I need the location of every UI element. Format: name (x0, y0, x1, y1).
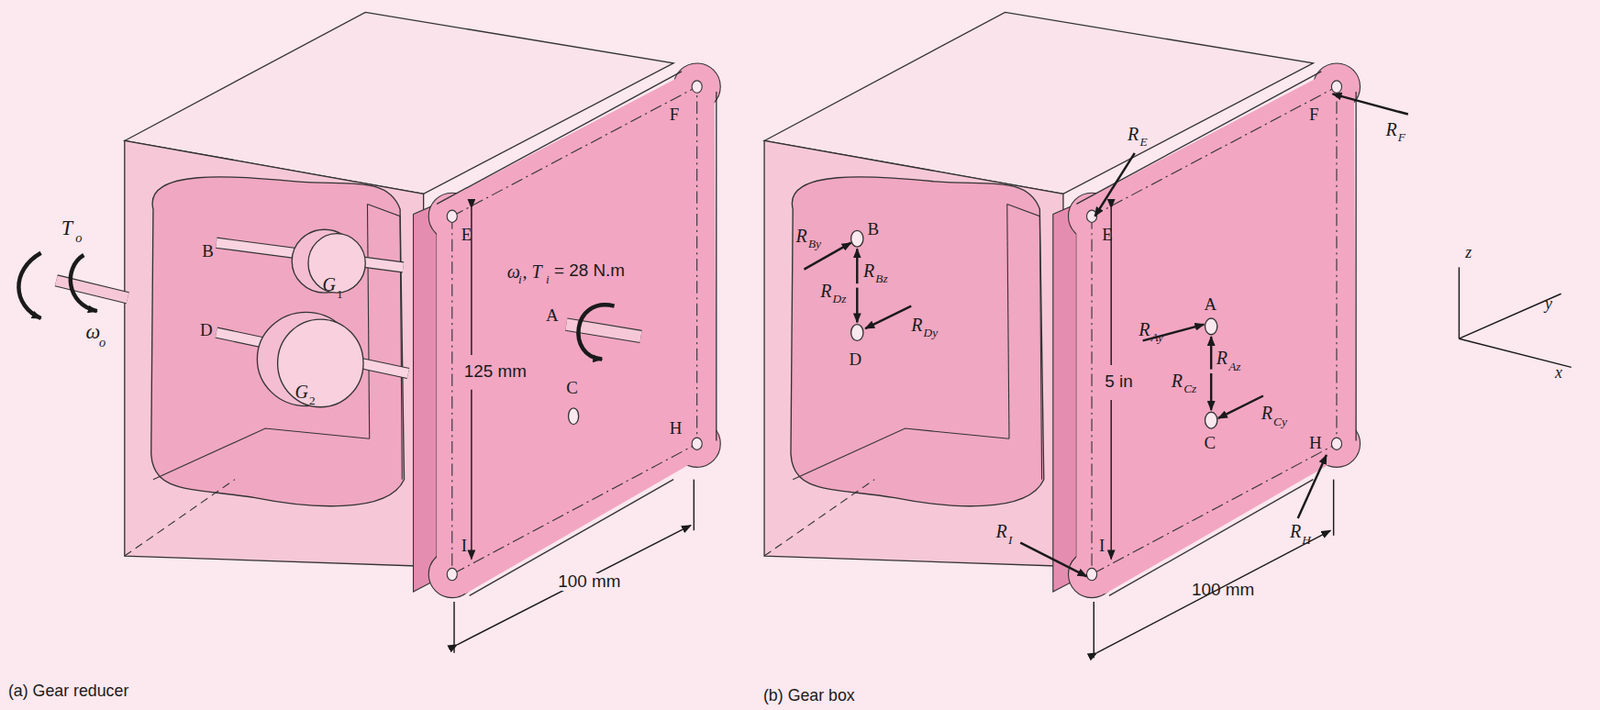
force-symbol: R (820, 281, 832, 300)
point-label: C (1203, 434, 1216, 453)
subscript: By (808, 237, 822, 250)
dimension: 100 mm (555, 573, 623, 591)
subscript: H (1301, 533, 1312, 546)
subscript: i (545, 273, 550, 286)
subscript: Az (1228, 360, 1241, 373)
point-label: A (1203, 296, 1217, 314)
point-label: D (848, 351, 862, 369)
force-symbol: R (1171, 371, 1183, 390)
force-symbol: R (996, 522, 1008, 541)
point-label: E (461, 226, 473, 245)
force-symbol: R (796, 226, 808, 245)
subscript: Dz (833, 292, 847, 305)
axis-label: y (1544, 296, 1553, 313)
torque-symbol: , T (522, 262, 542, 281)
point-label: E (1101, 226, 1113, 245)
point-label: A (545, 307, 559, 325)
subscript: Cy (1273, 415, 1288, 428)
point-label: I (461, 537, 467, 556)
torque-symbol: T (61, 218, 73, 239)
force-symbol: R (1261, 403, 1273, 423)
force-symbol: R (863, 261, 875, 280)
subscript: 1 (336, 288, 344, 300)
caption: (a) Gear reducer (8, 683, 129, 700)
point-label: I (1099, 537, 1105, 556)
speed-symbol: ω (85, 322, 100, 343)
gear-label: G (322, 275, 335, 294)
point-label: F (1309, 106, 1320, 124)
point-label: D (200, 322, 213, 340)
dimension: 5 in (1102, 373, 1134, 391)
subscript: 2 (309, 394, 316, 407)
subscript: o (99, 335, 106, 349)
point-label: B (866, 221, 879, 239)
point-label: H (669, 420, 683, 438)
speed-symbol: ω (507, 262, 521, 281)
subscript: Ay (1151, 331, 1164, 344)
force-symbol: R (1289, 522, 1301, 541)
force-symbol: R (1127, 124, 1139, 144)
force-symbol: R (1385, 120, 1397, 139)
point-label: F (669, 106, 680, 124)
axis-label: z (1465, 244, 1472, 262)
subscript: I (1008, 533, 1012, 546)
force-symbol: R (911, 315, 923, 334)
point-label: B (201, 243, 214, 261)
dimension: 100 mm (1191, 581, 1255, 600)
subscript: i (518, 273, 523, 286)
caption: (b) Gear box (763, 688, 856, 705)
gear-label: G (294, 382, 308, 401)
axis-label: x (1555, 365, 1563, 382)
point-label: C (566, 379, 578, 398)
subscript: E (1139, 135, 1147, 148)
force-symbol: R (1216, 348, 1228, 367)
subscript: Bz (875, 272, 888, 285)
subscript: F (1398, 131, 1406, 144)
subscript: o (75, 231, 82, 245)
point-label: H (1309, 434, 1323, 453)
subscript: Cz (1183, 382, 1197, 395)
force-symbol: R (1138, 320, 1150, 339)
torque-value: = 28 N.m (554, 262, 625, 280)
dimension: 125 mm (462, 363, 529, 381)
subscript: Dy (923, 326, 939, 339)
